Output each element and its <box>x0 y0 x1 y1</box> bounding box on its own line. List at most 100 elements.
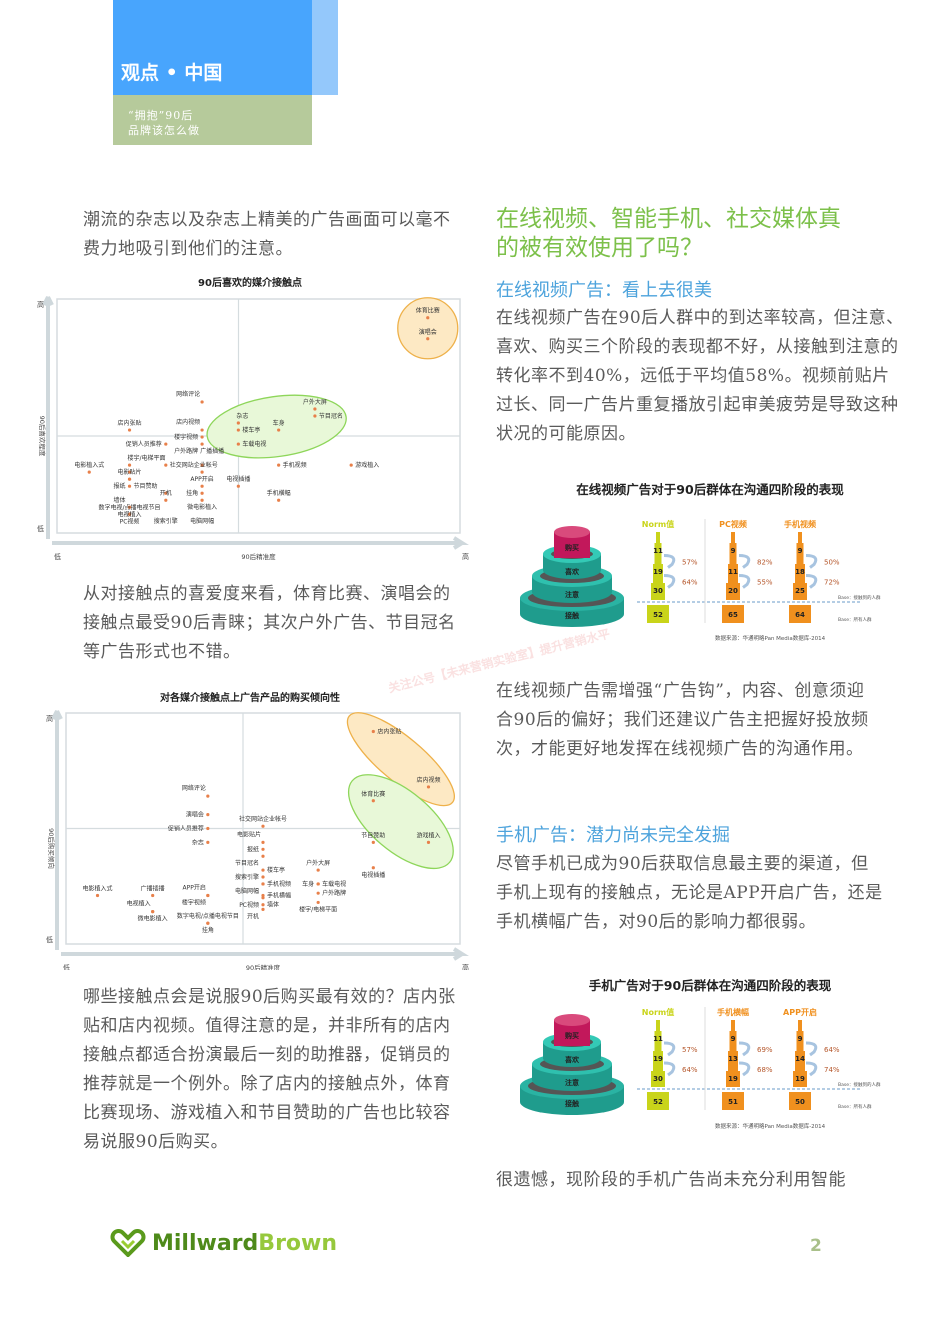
data-point <box>164 498 168 502</box>
data-point <box>426 316 430 320</box>
data-point <box>261 907 265 911</box>
conversion-arrow-icon <box>738 554 751 569</box>
data-point <box>206 826 210 831</box>
conversion-arrow-icon <box>663 1041 676 1057</box>
point-label: 楼车亭 <box>267 866 285 874</box>
point-label: 车身 <box>302 880 314 888</box>
stage-value: 9 <box>731 1035 736 1043</box>
funnel-bar <box>728 1051 738 1071</box>
y-high-label: 高 <box>46 714 53 723</box>
point-label: 广播插播 <box>141 884 165 892</box>
funnel-bar <box>729 1031 737 1051</box>
point-label: 微电影植入 <box>138 915 168 923</box>
data-point <box>261 868 265 872</box>
data-point <box>261 824 265 828</box>
point-label: 节目冠名 <box>235 859 259 867</box>
data-point <box>127 463 132 467</box>
funnel-bar <box>654 543 662 564</box>
subtitle-line: “拥抱”90后 <box>128 109 194 122</box>
reach-box <box>722 605 744 623</box>
point-label: 店内视频 <box>416 776 440 784</box>
data-point <box>164 491 168 495</box>
data-point <box>200 428 204 432</box>
point-label: 微电影植入 <box>187 503 217 511</box>
point-label: APP开启 <box>190 475 213 483</box>
subtitle-line: 品牌该怎么做 <box>128 124 200 137</box>
conversion-rate: 50% <box>824 559 840 567</box>
x-high-label: 高 <box>462 963 469 970</box>
point-label: 杂志 <box>192 838 204 846</box>
funnel-bar-tip <box>656 1020 660 1031</box>
point-label: 手机视频 <box>283 461 307 469</box>
data-point <box>371 799 375 803</box>
point-label: 店内张贴 <box>377 727 401 735</box>
data-point <box>87 470 91 474</box>
funnel-bar <box>726 1071 740 1087</box>
reach-value: 65 <box>728 611 738 619</box>
conversion-arrow-icon <box>738 1041 751 1057</box>
point-label: 社交网站企业帐号 <box>170 461 218 469</box>
point-label: 电影贴片 <box>118 468 142 476</box>
point-label: PC视频 <box>120 517 140 525</box>
point-label: 数字电视/点播电视节目 <box>177 912 239 920</box>
stage-label: 喜欢 <box>565 1055 580 1064</box>
conversion-arrow-icon <box>663 1061 676 1077</box>
data-point <box>261 840 265 844</box>
heart-logo-icon <box>110 1229 146 1257</box>
stage-value: 11 <box>653 1035 663 1043</box>
funnel-bar <box>795 564 805 583</box>
data-point <box>200 498 204 502</box>
funnel-bar-tip <box>731 532 735 543</box>
data-point <box>206 893 210 898</box>
data-point <box>313 407 317 411</box>
data-point <box>127 428 132 432</box>
stage-value: 25 <box>795 587 805 595</box>
conversion-rate: 72% <box>824 579 840 587</box>
conversion-rate: 57% <box>682 1046 698 1054</box>
y-axis-label: 90后购买倾向 <box>47 828 56 869</box>
data-point <box>200 470 204 474</box>
column-header: PC视频 <box>719 519 747 529</box>
base-label-bottom: Base：所有人群 <box>838 1103 872 1110</box>
funnel-bar <box>793 583 807 600</box>
point-label: APP开启 <box>182 883 205 891</box>
data-point <box>206 921 210 925</box>
data-point <box>236 484 240 488</box>
conversion-arrow-icon <box>663 574 676 589</box>
stage-value: 30 <box>653 1075 663 1083</box>
point-label: 电视植入 <box>127 900 151 908</box>
data-point <box>200 435 204 439</box>
reach-value: 52 <box>653 1098 663 1106</box>
data-point <box>236 428 240 432</box>
reach-box <box>647 605 669 623</box>
data-point <box>261 875 265 879</box>
point-label: 游戏植入 <box>416 831 440 839</box>
purchase-cylinder-top <box>554 1014 590 1026</box>
left-paragraph-1: 潮流的杂志以及杂志上精美的广告画面可以毫不费力地吸引到他们的注意。 <box>83 210 451 259</box>
point-label: 搜索引擎 <box>154 517 178 525</box>
data-source: 数据来源：华通明略Pan Media数据库-2014 <box>715 634 826 642</box>
point-label: 电影贴片 <box>237 830 261 838</box>
stage-value: 14 <box>795 1055 805 1063</box>
stage-value: 30 <box>653 587 663 595</box>
point-label: 体育比赛 <box>361 790 385 798</box>
point-label: 促销人员推荐 <box>126 440 162 448</box>
subtitle-banner <box>113 95 312 145</box>
point-label: 节目冠名 <box>319 412 343 420</box>
point-label: 手机横幅 <box>267 489 291 497</box>
funnel-bar <box>793 1071 807 1087</box>
funnel-bar-tip <box>731 1020 735 1031</box>
y-low-label: 低 <box>46 935 53 944</box>
data-point <box>127 484 132 488</box>
right-paragraph-4: 很遗憾，现阶段的手机广告尚未充分利用智能 <box>496 1170 846 1190</box>
right-heading: 在线视频、智能手机、社交媒体真的被有效使用了吗？ <box>496 206 841 261</box>
left-paragraph-3: 哪些接触点会是说服90后购买最有效的？店内张贴和店内视频。值得注意的是，并非所有… <box>83 987 456 1152</box>
point-label: 电脑网幅 <box>190 517 214 525</box>
point-label: 演唱会 <box>419 328 437 336</box>
point-label: 楼宇/电梯平面 <box>128 454 166 462</box>
point-label: 广播插播 <box>200 447 224 455</box>
stage-label: 购买 <box>565 1031 579 1040</box>
data-point <box>316 868 320 872</box>
reach-value: 51 <box>728 1098 738 1106</box>
point-label: 社交网站企业帐号 <box>239 815 287 823</box>
